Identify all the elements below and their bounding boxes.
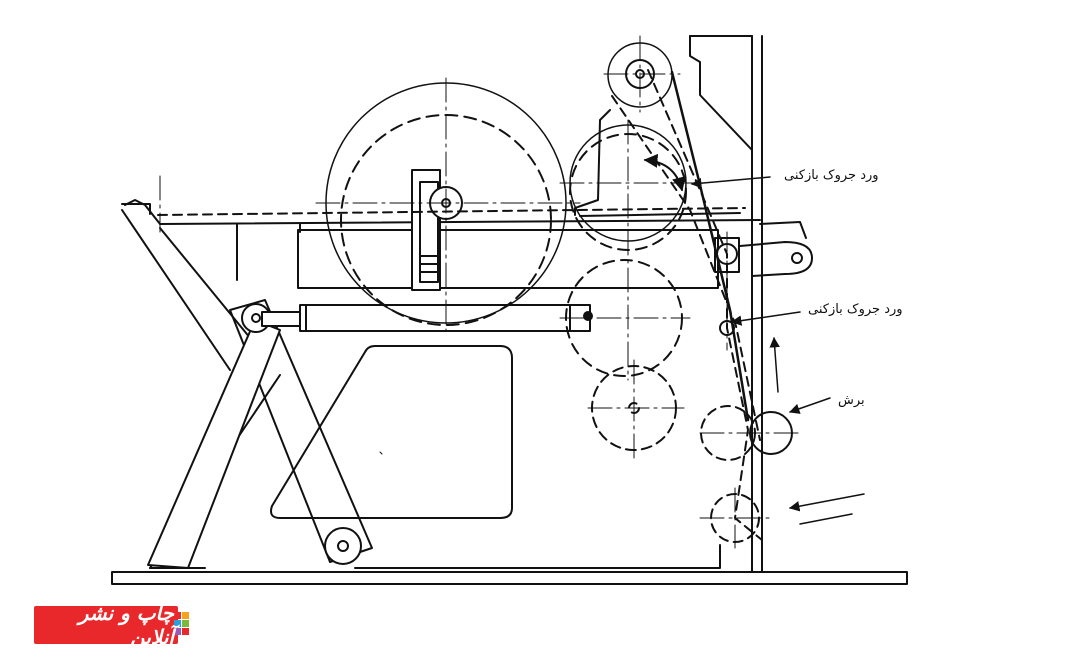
logo-badge bbox=[34, 606, 189, 644]
base-plate bbox=[111, 571, 908, 585]
right-frame bbox=[574, 35, 763, 573]
pivot-bottom bbox=[324, 527, 362, 565]
left-leg bbox=[121, 203, 261, 371]
label-upper-wrinkle-sheet: ورد جروک بازکنی bbox=[784, 168, 879, 183]
label-cut: برش bbox=[838, 393, 865, 408]
scissor-link-b bbox=[147, 319, 281, 569]
publisher-logo: چاپ و نشر آنلاین bbox=[34, 601, 190, 649]
table-upright bbox=[236, 223, 301, 281]
leader-upper bbox=[690, 176, 771, 189]
rotation-arrow bbox=[643, 153, 686, 192]
arrow-up bbox=[769, 336, 780, 393]
leader-lower bbox=[730, 311, 801, 326]
label-lower-wrinkle-sheet: ورد جروک بازکنی bbox=[808, 302, 903, 317]
cylinder-rod bbox=[261, 304, 593, 332]
centerlines bbox=[159, 35, 801, 549]
feed-tray bbox=[297, 229, 719, 289]
table-top-bar bbox=[124, 199, 761, 225]
right-clevis bbox=[739, 221, 813, 277]
logo-background bbox=[34, 606, 178, 644]
web-line bbox=[670, 70, 750, 422]
leader-cut bbox=[789, 397, 831, 414]
arrow-feed-in bbox=[788, 493, 865, 525]
logo-grid-icon bbox=[174, 612, 189, 635]
roll-holder bbox=[411, 169, 463, 291]
logo-text: چاپ و نشر آنلاین bbox=[78, 601, 174, 649]
